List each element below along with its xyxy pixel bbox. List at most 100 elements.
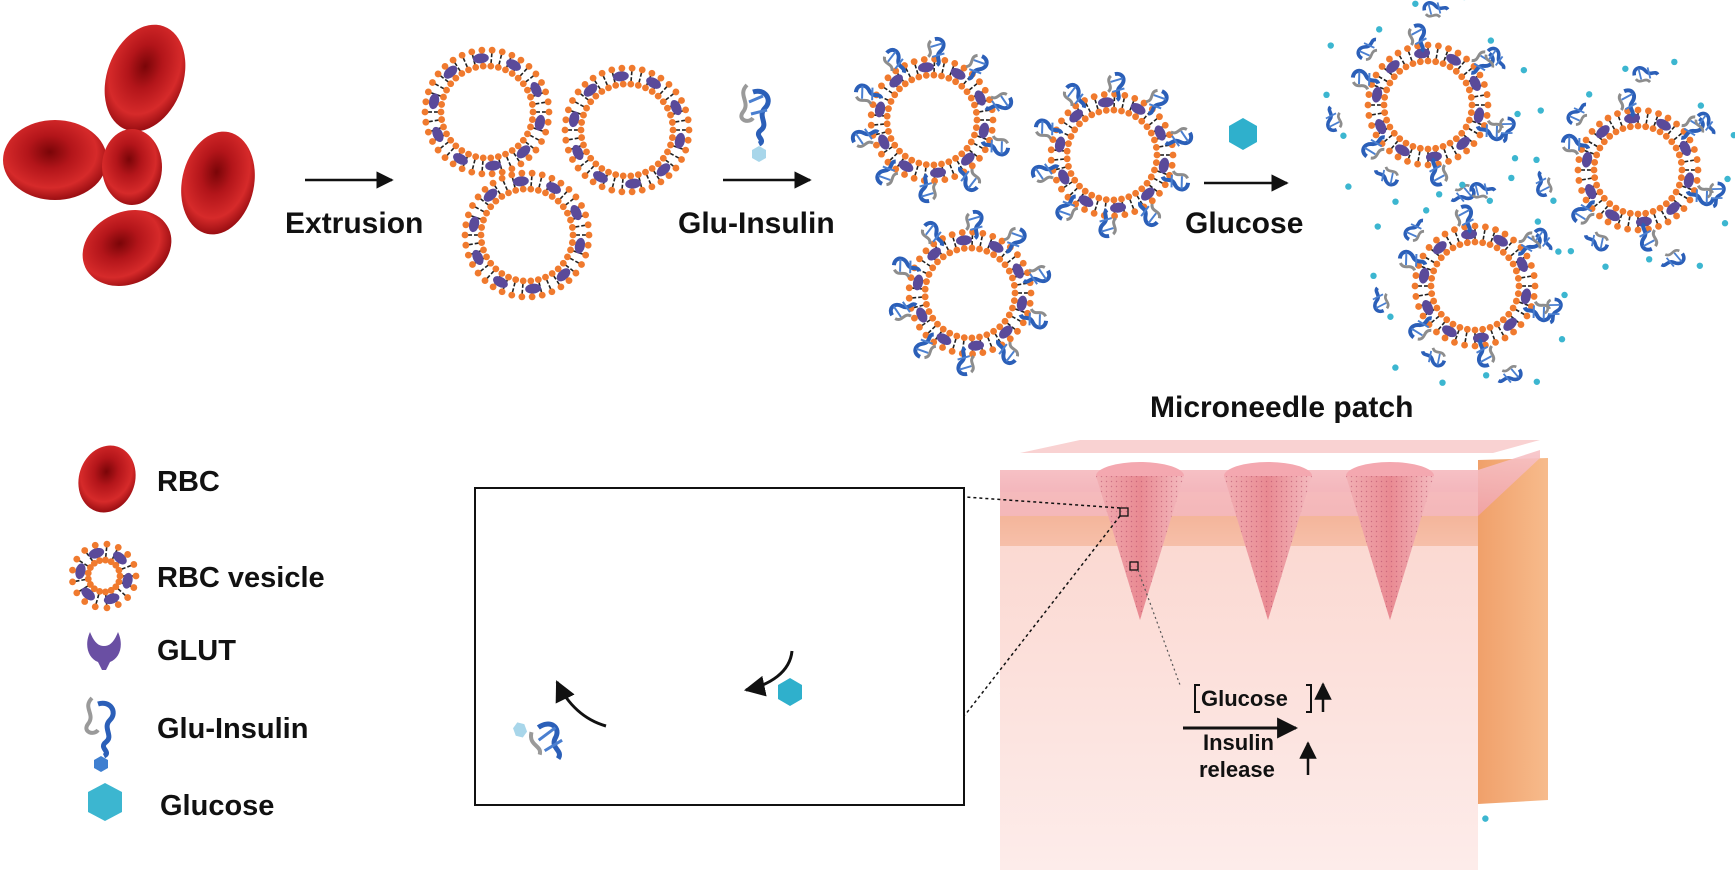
glu-insulin-molecule <box>1497 364 1523 384</box>
free-glucose <box>1459 181 1466 188</box>
free-glucose <box>1533 156 1540 164</box>
glu-insulin-molecule <box>1420 347 1447 368</box>
glu-insulin-molecule <box>850 128 880 148</box>
free-glucose <box>1533 378 1541 385</box>
glu-insulin-molecule <box>1033 118 1064 140</box>
glu-insulin-molecule <box>965 53 989 81</box>
free-glucose <box>1567 247 1575 255</box>
glu-insulin-molecule <box>1372 286 1390 314</box>
glu-insulin-molecule <box>984 92 1014 112</box>
rbc-cell <box>3 120 107 200</box>
glu-insulin-molecule <box>1476 338 1496 368</box>
free-glucose <box>1561 291 1568 299</box>
glucose-concentration-indicator: Glucose <box>1194 682 1332 713</box>
free-glucose <box>1323 91 1330 99</box>
rbc-cell <box>102 129 162 205</box>
legend-item: Glucose <box>88 783 274 822</box>
glu-insulin-molecule <box>980 135 1011 157</box>
curved-arrow-right <box>743 650 794 697</box>
glu-insulin-molecule <box>920 221 945 247</box>
free-glucose <box>1602 263 1609 270</box>
free-glucose <box>1486 197 1494 204</box>
free-glucose <box>1374 223 1381 230</box>
curved-arrow-left <box>555 680 607 728</box>
rbc-vesicle <box>1533 58 1735 270</box>
glu-insulin-molecule <box>1639 222 1659 252</box>
glu-insulin-molecule <box>853 83 884 105</box>
glu-insulin-molecule <box>1454 204 1474 234</box>
free-glucose <box>1439 379 1446 386</box>
legend-label: Glu-Insulin <box>157 713 308 745</box>
free-glucose <box>1375 26 1383 33</box>
extrusion-label: Extrusion <box>285 207 423 240</box>
free-glucose <box>1537 107 1544 114</box>
microneedle <box>1224 462 1312 620</box>
insulin-release-line1: Insulin <box>1203 730 1274 755</box>
glu-insulin-molecule <box>1694 111 1716 135</box>
glu-insulin-molecule <box>957 166 982 192</box>
glu-insulin-molecule <box>1560 133 1591 156</box>
glu-insulin-molecule <box>1484 46 1506 70</box>
free-glucose <box>1370 272 1377 280</box>
rbc-vesicle <box>561 64 693 196</box>
glucose-molecule <box>778 678 802 706</box>
glu-insulin-molecule <box>956 346 975 377</box>
free-glucose <box>1724 175 1731 183</box>
rbc-vesicle <box>1370 174 1575 386</box>
free-glucose <box>1550 197 1557 204</box>
glu-insulin-icon <box>84 696 116 772</box>
legend-label: Glucose <box>160 790 274 822</box>
glu-insulin-molecule <box>1632 66 1660 84</box>
legend-item: RBC vesicle <box>69 540 325 612</box>
glu-insulin-molecule <box>1422 1 1450 19</box>
glu-insulin-molecule <box>995 339 1020 365</box>
microneedle-patch-title: Microneedle patch <box>1150 391 1413 424</box>
glu-insulin-molecule <box>1062 83 1087 109</box>
rbc-vesicle <box>461 169 593 301</box>
rbc-vesicle <box>888 209 1052 377</box>
free-glucose <box>1534 218 1542 225</box>
free-glucose <box>1555 248 1562 255</box>
free-glucose <box>1721 220 1729 227</box>
legend-item: GLUT <box>87 632 236 670</box>
rbc-icon <box>78 445 136 513</box>
free-glucose <box>1585 91 1593 98</box>
legend-item: RBC <box>78 445 220 513</box>
free-glucose <box>1696 262 1704 269</box>
free-glucose <box>1392 198 1399 205</box>
glu-insulin-molecule <box>1107 71 1126 102</box>
rbc-vesicle <box>1323 0 1528 205</box>
glut-icon <box>87 632 121 670</box>
glu-insulin-molecule <box>1145 88 1169 116</box>
rbc-vesicle-icon <box>69 540 140 612</box>
glu-insulin-molecule <box>1356 37 1378 61</box>
glu-insulin-molecule <box>918 173 937 204</box>
free-glucose <box>1482 372 1490 379</box>
free-glucose <box>1671 58 1678 66</box>
glu-insulin-molecule <box>1160 170 1191 192</box>
glu-insulin-molecule <box>1469 182 1497 200</box>
glucose-label: Glucose <box>1185 207 1303 240</box>
microneedle <box>1096 462 1184 620</box>
glu-insulin-molecule <box>1003 226 1027 254</box>
glu-insulin-glyph <box>739 83 771 162</box>
rbc-vesicle <box>850 36 1014 204</box>
rbc-vesicle <box>1030 71 1194 239</box>
glu-insulin-molecule <box>1706 181 1726 209</box>
glu-insulin-molecule <box>891 256 922 278</box>
glu-insulin-molecule <box>1137 201 1162 227</box>
glu-insulin-molecule <box>1164 127 1194 147</box>
glu-insulin-molecule <box>1429 157 1449 187</box>
glu-insulin-molecule <box>913 332 937 360</box>
glu-insulin-molecule <box>1397 249 1428 272</box>
free-glucose <box>1392 364 1399 371</box>
legend: RBC RBC vesicle GLUT Glu-Insulin Glucose <box>69 445 325 822</box>
patch-backing-top <box>1020 440 1540 453</box>
legend-label: RBC vesicle <box>157 562 325 594</box>
glucose-molecule <box>1229 118 1257 150</box>
glu-insulin-molecule <box>1660 248 1686 268</box>
glu-insulin-molecule <box>1350 68 1381 91</box>
glu-insulin-molecule <box>1361 135 1386 160</box>
glu-insulin-molecule <box>1325 105 1343 133</box>
